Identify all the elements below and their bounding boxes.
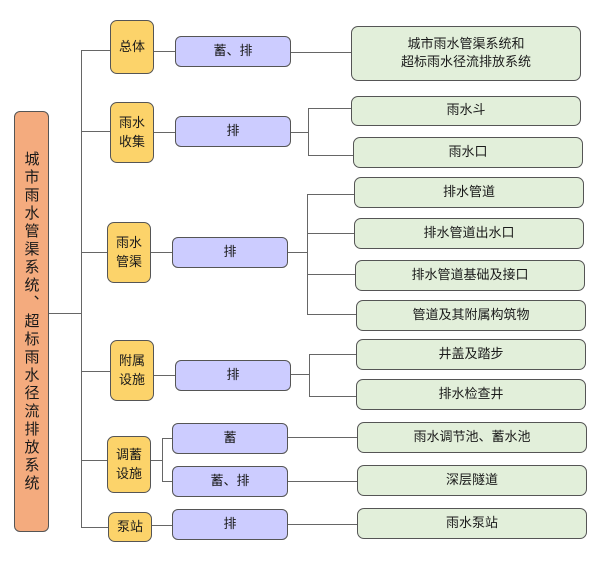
category-overall: 总体 bbox=[110, 20, 154, 74]
item-node: 雨水调节池、蓄水池 bbox=[357, 422, 587, 453]
connector-line bbox=[308, 155, 353, 156]
category-label: 雨水收集 bbox=[118, 115, 145, 150]
connector-line bbox=[307, 194, 308, 315]
connector-line bbox=[288, 437, 357, 438]
connector-line bbox=[162, 438, 172, 439]
category-label: 总体 bbox=[118, 39, 145, 55]
function-node: 排 bbox=[175, 116, 291, 147]
connector-line bbox=[307, 314, 356, 315]
connector-line bbox=[81, 131, 110, 132]
connector-line bbox=[308, 108, 351, 109]
connector-line bbox=[288, 252, 307, 253]
connector-line bbox=[154, 132, 175, 133]
item-node: 雨水泵站 bbox=[357, 508, 587, 539]
category-rain-collection: 雨水收集 bbox=[110, 102, 154, 163]
category-rain-pipes: 雨水管渠 bbox=[107, 222, 151, 283]
category-label: 附属设施 bbox=[118, 353, 145, 388]
item-label: 管道及其附属构筑物 bbox=[412, 307, 530, 323]
category-storage-facilities: 调蓄设施 bbox=[107, 436, 151, 493]
function-label: 蓄 bbox=[223, 430, 237, 446]
connector-line bbox=[81, 371, 110, 372]
connector-line bbox=[162, 481, 172, 482]
function-label: 蓄、排 bbox=[210, 473, 250, 489]
function-label: 排 bbox=[226, 367, 240, 383]
connector-line bbox=[288, 481, 357, 482]
item-node: 排水管道出水口 bbox=[354, 218, 584, 249]
item-label: 雨水泵站 bbox=[445, 515, 498, 531]
item-node: 雨水斗 bbox=[351, 96, 581, 126]
connector-line bbox=[309, 354, 310, 396]
connector-line bbox=[81, 50, 82, 527]
item-label: 排水管道基础及接口 bbox=[411, 267, 529, 283]
connector-line bbox=[162, 438, 163, 482]
connector-line bbox=[81, 527, 108, 528]
category-label: 调蓄设施 bbox=[115, 447, 142, 482]
category-pump-station: 泵站 bbox=[108, 512, 152, 542]
connector-line bbox=[151, 252, 172, 253]
connector-line bbox=[154, 51, 175, 52]
item-label: 雨水斗 bbox=[446, 103, 486, 118]
item-node: 井盖及踏步 bbox=[356, 339, 586, 370]
category-label: 雨水管渠 bbox=[115, 235, 142, 270]
function-node: 蓄、排 bbox=[172, 466, 288, 497]
connector-line bbox=[81, 460, 107, 461]
item-label: 排水管道出水口 bbox=[423, 225, 515, 241]
item-label: 雨水调节池、蓄水池 bbox=[413, 429, 531, 445]
item-node: 城市雨水管渠系统和 超标雨水径流排放系统 bbox=[351, 26, 581, 81]
item-label: 深层隧道 bbox=[445, 472, 498, 488]
connector-line bbox=[81, 252, 107, 253]
function-node: 排 bbox=[175, 360, 291, 391]
connector-line bbox=[307, 274, 355, 275]
connector-line bbox=[288, 524, 357, 525]
function-label: 排 bbox=[223, 244, 237, 260]
function-label: 排 bbox=[226, 123, 240, 139]
connector-line bbox=[307, 233, 354, 234]
function-node: 排 bbox=[172, 237, 288, 268]
item-label: 排水检查井 bbox=[438, 386, 504, 402]
item-label: 城市雨水管渠系统和 超标雨水径流排放系统 bbox=[400, 36, 531, 70]
connector-line bbox=[152, 525, 172, 526]
connector-line bbox=[308, 108, 309, 155]
item-label: 排水管道 bbox=[442, 184, 495, 200]
function-label: 排 bbox=[223, 516, 237, 532]
item-node: 排水管道 bbox=[354, 177, 584, 208]
function-node: 蓄 bbox=[172, 423, 288, 454]
item-label: 井盖及踏步 bbox=[438, 346, 504, 362]
connector-line bbox=[309, 354, 356, 355]
item-node: 雨水口 bbox=[353, 137, 583, 168]
connector-line bbox=[151, 460, 162, 461]
function-node: 排 bbox=[172, 509, 288, 540]
connector-line bbox=[291, 52, 351, 53]
connector-line bbox=[309, 396, 356, 397]
item-node: 排水检查井 bbox=[356, 379, 586, 410]
root-label: 城市雨水管渠系统、超标雨水径流排放系统 bbox=[22, 150, 41, 493]
item-label: 雨水口 bbox=[448, 144, 488, 160]
root-node: 城市雨水管渠系统、超标雨水径流排放系统 bbox=[14, 111, 49, 532]
connector-line bbox=[81, 50, 110, 51]
connector-line bbox=[154, 375, 175, 376]
connector-line bbox=[291, 132, 308, 133]
item-node: 排水管道基础及接口 bbox=[355, 260, 585, 291]
function-node: 蓄、排 bbox=[175, 36, 291, 67]
category-auxiliary-facilities: 附属设施 bbox=[110, 340, 154, 401]
connector-line bbox=[307, 194, 354, 195]
item-node: 深层隧道 bbox=[357, 465, 587, 496]
item-node: 管道及其附属构筑物 bbox=[356, 300, 586, 331]
connector-line bbox=[291, 374, 309, 375]
connector-line bbox=[49, 313, 81, 314]
function-label: 蓄、排 bbox=[213, 43, 253, 59]
category-label: 泵站 bbox=[116, 519, 143, 535]
